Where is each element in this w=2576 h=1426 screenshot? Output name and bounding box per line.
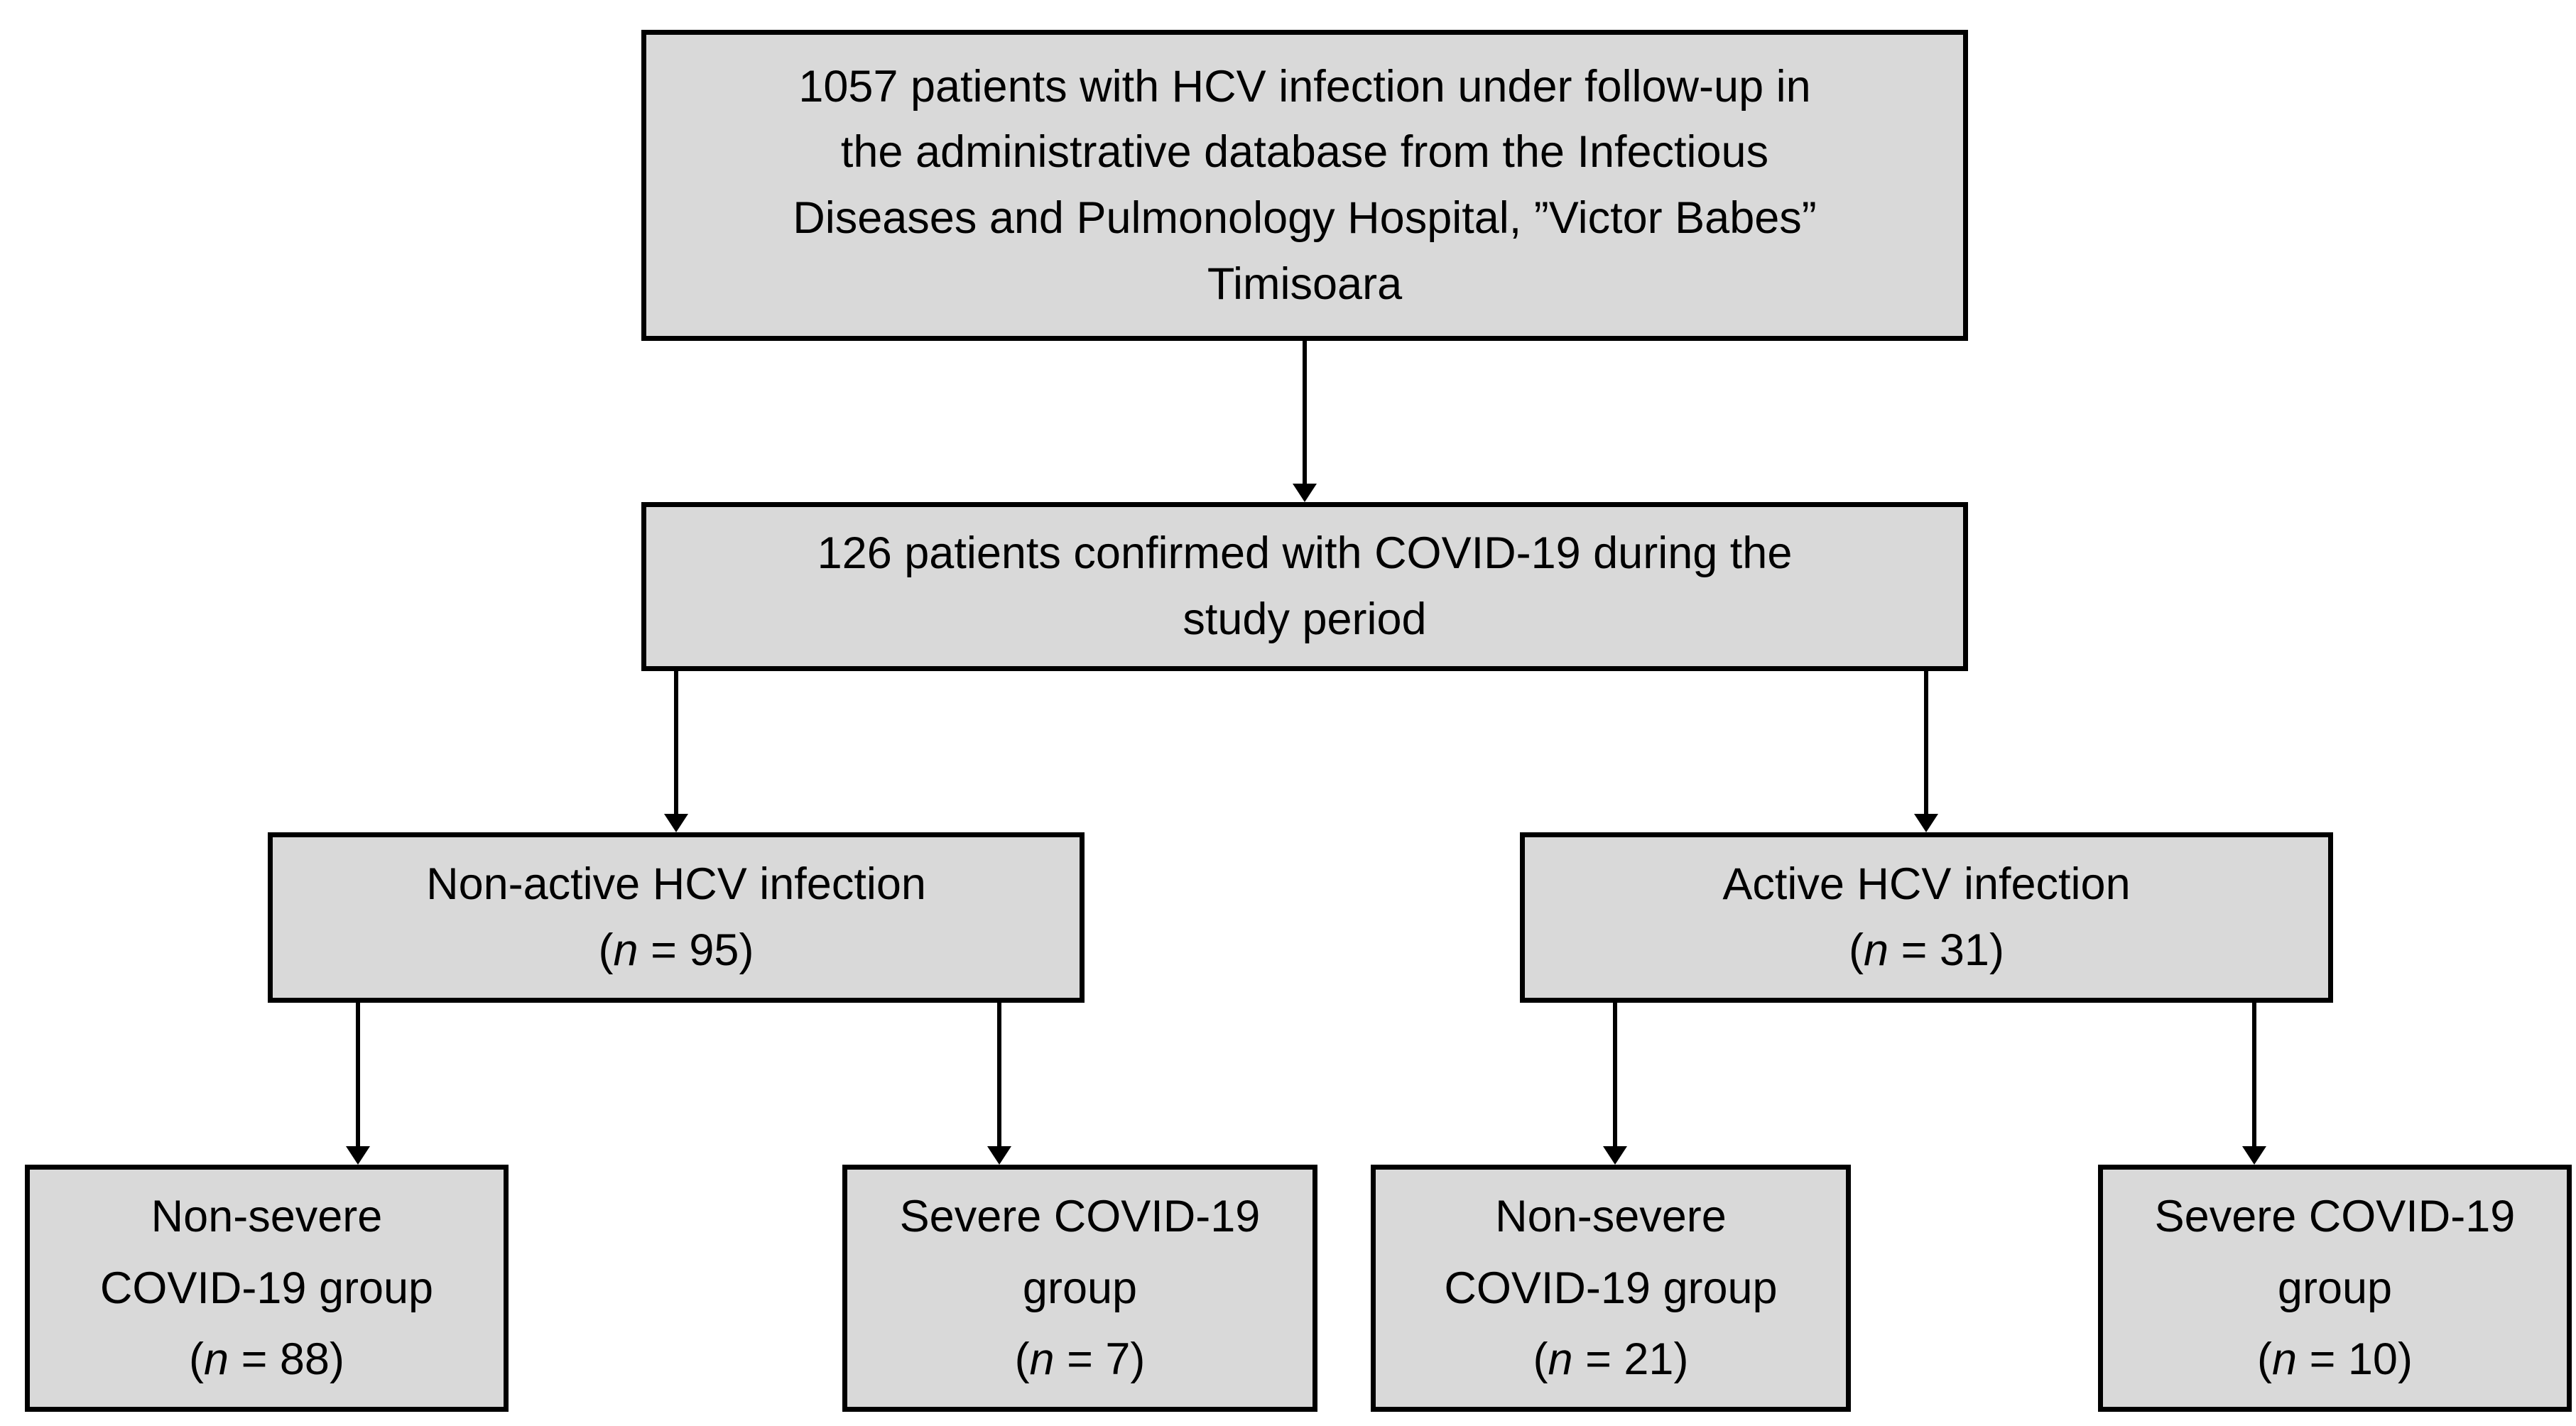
- arrow-stem: [1613, 1003, 1617, 1150]
- node-active-nonsevere-group: Non-severe COVID-19 group (n = 21): [1371, 1165, 1851, 1412]
- arrow-confirmed-to-nonactive: [664, 670, 688, 832]
- node-cohort-text: 1057 patients with HCV infection under f…: [793, 61, 1817, 309]
- arrow-stem: [997, 1003, 1001, 1150]
- arrow-confirmed-to-active: [1914, 670, 1938, 832]
- count-open-paren: (: [2257, 1334, 2273, 1385]
- arrow-head-icon: [1914, 814, 1938, 832]
- count-value: = 88): [229, 1334, 344, 1385]
- node-confirmed-text: 126 patients confirmed with COVID-19 dur…: [817, 528, 1793, 644]
- node-non-active-hcv: Non-active HCV infection (n = 95): [268, 832, 1085, 1003]
- count-n-symbol: n: [1029, 1334, 1055, 1385]
- count-n-symbol: n: [204, 1334, 229, 1385]
- count-n-symbol: n: [2272, 1334, 2298, 1385]
- count-n-symbol: n: [1864, 925, 1889, 975]
- node-non-active-hcv-label: Non-active HCV infection: [426, 859, 926, 910]
- count-open-paren: (: [1849, 925, 1864, 975]
- count-open-paren: (: [1014, 1334, 1030, 1385]
- node-nonactive-severe-group: Severe COVID-19 group (n = 7): [842, 1165, 1317, 1412]
- group-count: (n = 7): [1015, 1324, 1146, 1395]
- count-value: = 10): [2297, 1334, 2413, 1385]
- arrow-cohort-to-confirmed: [1293, 341, 1317, 502]
- arrow-active-to-severe: [2242, 1003, 2266, 1165]
- arrow-head-icon: [664, 814, 688, 832]
- node-cohort: 1057 patients with HCV infection under f…: [641, 30, 1968, 341]
- arrow-stem: [1303, 341, 1307, 488]
- count-open-paren: (: [598, 925, 614, 975]
- count-value: = 31): [1888, 925, 2004, 975]
- count-value: = 21): [1572, 1334, 1689, 1385]
- arrow-nonactive-to-severe: [987, 1003, 1011, 1165]
- group-label: Non-severe COVID-19 group: [1444, 1191, 1778, 1313]
- arrow-head-icon: [346, 1146, 370, 1165]
- arrow-head-icon: [2242, 1146, 2266, 1165]
- group-label: Non-severe COVID-19 group: [99, 1191, 434, 1313]
- arrow-nonactive-to-nonsevere: [346, 1003, 370, 1165]
- arrow-active-to-nonsevere: [1603, 1003, 1627, 1165]
- count-open-paren: (: [189, 1334, 205, 1385]
- arrow-head-icon: [1293, 484, 1317, 502]
- arrow-stem: [2252, 1003, 2256, 1150]
- node-confirmed: 126 patients confirmed with COVID-19 dur…: [641, 502, 1968, 671]
- group-count: (n = 88): [189, 1324, 344, 1395]
- group-label: Severe COVID-19 group: [899, 1191, 1261, 1313]
- group-label: Severe COVID-19 group: [2154, 1191, 2516, 1313]
- arrow-stem: [674, 670, 678, 818]
- count-value: = 7): [1054, 1334, 1146, 1385]
- node-active-severe-group: Severe COVID-19 group (n = 10): [2098, 1165, 2572, 1412]
- count-value: = 95): [638, 925, 754, 975]
- node-nonactive-nonsevere-group: Non-severe COVID-19 group (n = 88): [25, 1165, 509, 1412]
- node-active-hcv-count: (n = 31): [1849, 918, 2004, 984]
- node-non-active-hcv-count: (n = 95): [599, 918, 754, 984]
- arrow-stem: [1924, 670, 1928, 818]
- count-n-symbol: n: [613, 925, 638, 975]
- count-open-paren: (: [1533, 1334, 1548, 1385]
- node-active-hcv-label: Active HCV infection: [1722, 859, 2131, 910]
- node-active-hcv: Active HCV infection (n = 31): [1520, 832, 2333, 1003]
- group-count: (n = 10): [2257, 1324, 2413, 1395]
- arrow-stem: [356, 1003, 360, 1150]
- arrow-head-icon: [1603, 1146, 1627, 1165]
- arrow-head-icon: [987, 1146, 1011, 1165]
- group-count: (n = 21): [1533, 1324, 1689, 1395]
- count-n-symbol: n: [1548, 1334, 1573, 1385]
